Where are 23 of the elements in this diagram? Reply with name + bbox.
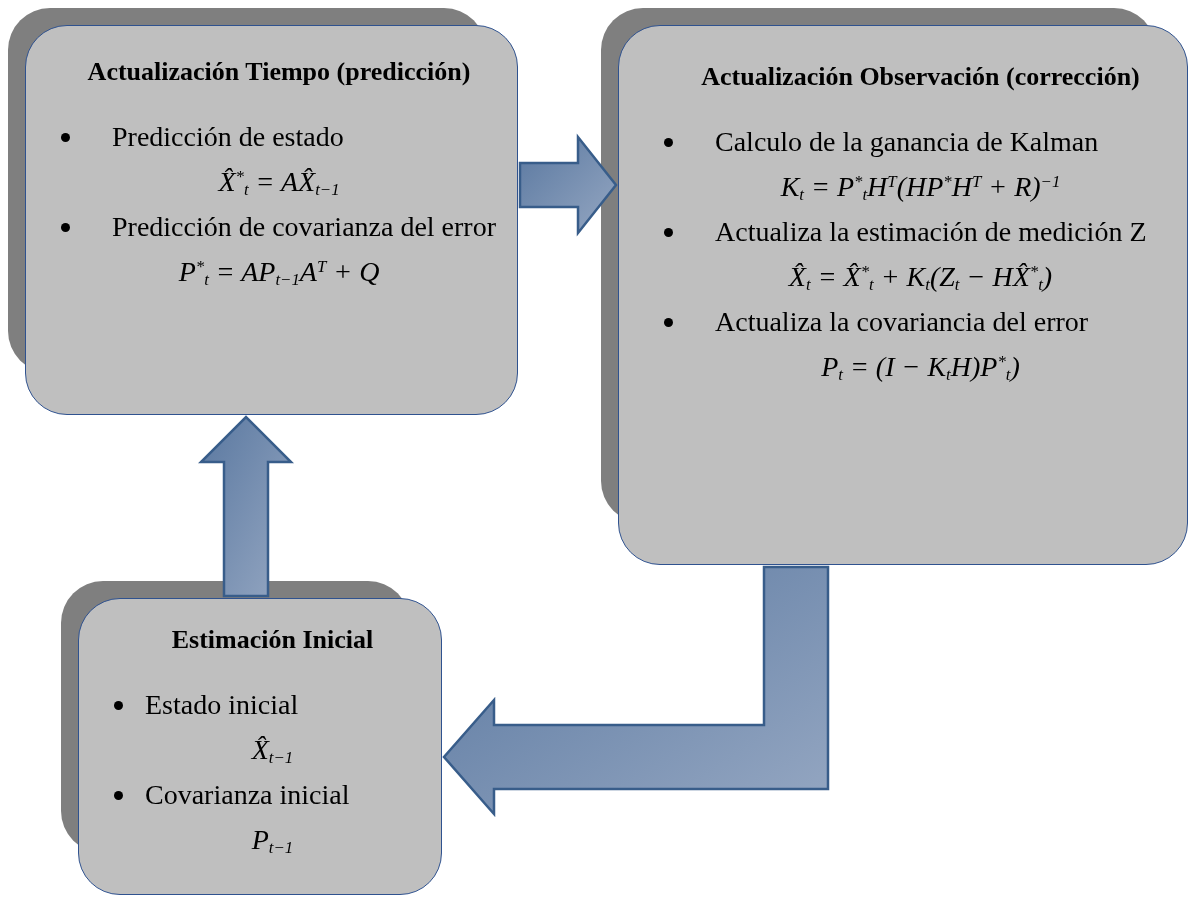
formula: P$^{*}$$_{t}$ = AP$_{t−1}$A$^{T}$ + Q	[178, 254, 380, 289]
process-box	[618, 25, 1188, 565]
process-box	[25, 25, 518, 415]
formula: X̂$_{t}$ = X̂$^{*}$$_{t}$ + K$_{t}$(Z$_{t}$ − HX̂$^{*}$$_{t}$)	[788, 259, 1053, 294]
bullet-text: Covarianza inicial	[145, 777, 350, 812]
block-arrow	[442, 565, 830, 818]
bullet-text: Predicción de estado	[112, 119, 344, 154]
process-box	[78, 598, 442, 895]
formula: P$_{t−1}$	[251, 822, 294, 857]
formula: X̂$_{t−1}$	[251, 732, 294, 767]
bullet-text: Estado inicial	[145, 687, 299, 722]
formula: K$_{t}$ = P$^{*}$$_{t}$H$^{T}$(HP$^{*}$H$^{T}$ + R)$^{−1}$	[780, 169, 1061, 204]
box-heading: Actualización Tiempo (predicción)	[86, 56, 472, 88]
block-arrow	[198, 415, 294, 598]
block-arrow	[518, 133, 618, 237]
formula: P$_{t}$ = (I − K$_{t}$H)P$^{*}$$_{t}$)	[821, 349, 1020, 384]
bullet-text: Predicción de covarianza del error	[112, 209, 496, 244]
box-heading: Estimación Inicial	[170, 624, 375, 656]
box-heading: Actualización Observación (corrección)	[700, 61, 1141, 93]
bullet-text: Calculo de la ganancia de Kalman	[715, 124, 1099, 159]
bullet-text: Actualiza la covariancia del error	[715, 304, 1089, 339]
bullet-text: Actualiza la estimación de medición Z	[715, 214, 1147, 249]
formula: X̂$^{*}$$_{t}$ = AX̂$_{t−1}$	[218, 164, 340, 199]
